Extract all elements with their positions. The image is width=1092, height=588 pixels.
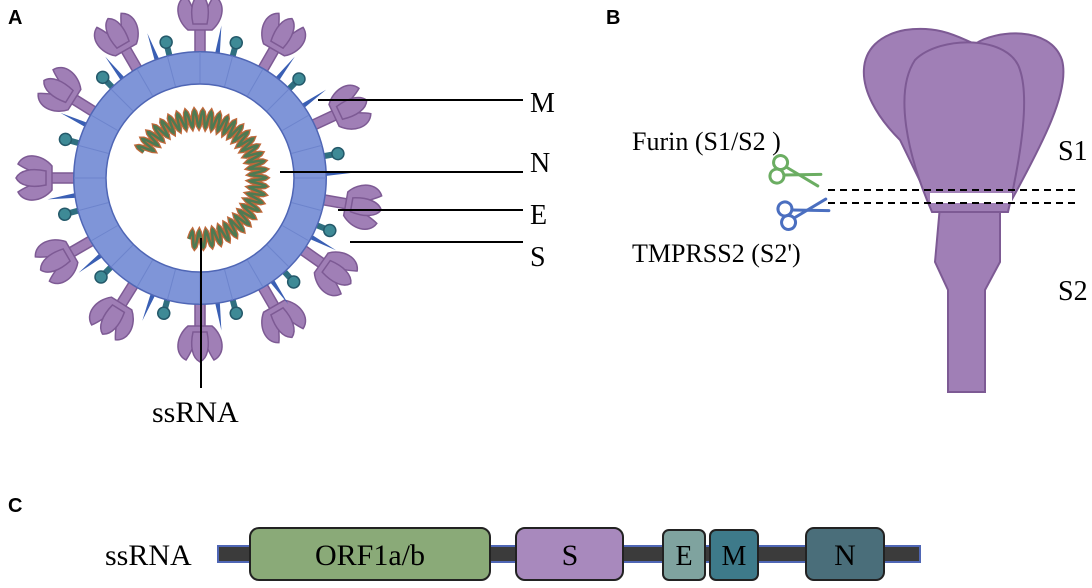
envelope-stripe — [224, 56, 234, 87]
envelope-stripe — [78, 202, 109, 212]
envelope-stripe — [136, 260, 153, 288]
envelope-stripe — [282, 114, 310, 131]
gene-m-label: M — [722, 541, 747, 572]
gene-m — [709, 529, 759, 581]
envelope-stripe — [136, 68, 153, 96]
gene-e-label: E — [675, 541, 692, 572]
virion-diagram: M N E S ssRNA — [15, 0, 555, 429]
envelope-stripe — [247, 68, 264, 96]
tmprss2-scissors-icon — [774, 189, 833, 233]
rna-coil-inner — [135, 108, 269, 250]
gene-orf1ab-label: ORF1a/b — [315, 539, 425, 572]
panel-c-letter: C — [8, 495, 22, 517]
s1-label: S1 — [1058, 136, 1088, 167]
spike-protein-diagram: Furin (S1/S2 ) TMPRSS2 (S2') S1 S2 — [632, 27, 1088, 393]
furin-scissors-icon — [766, 152, 825, 196]
panel-b-letter: B — [606, 7, 620, 29]
envelope-stripe — [166, 56, 176, 87]
panel-a-letter: A — [8, 7, 22, 29]
envelope-stripe — [166, 269, 176, 300]
spike-glycoprotein — [15, 155, 83, 201]
label-e: E — [530, 200, 547, 231]
gene-orf1ab — [249, 527, 491, 581]
envelope-stripe — [110, 88, 134, 112]
s2-subunit — [933, 205, 1001, 393]
gene-e — [662, 529, 706, 581]
envelope-stripe — [90, 225, 118, 242]
envelope-stripe — [282, 225, 310, 242]
envelope-stripe — [291, 144, 322, 154]
gene-s — [515, 527, 624, 581]
tmprss2-label: TMPRSS2 (S2') — [632, 239, 801, 268]
gene-n-label: N — [834, 539, 856, 572]
envelope-stripe — [224, 269, 234, 300]
gene-n — [805, 527, 885, 581]
label-n: N — [530, 148, 550, 179]
envelope-stripe — [110, 244, 134, 268]
furin-label: Furin (S1/S2 ) — [632, 127, 781, 156]
genome-diagram: ssRNA ORF1a/b S E M N — [105, 527, 921, 581]
envelope-stripe — [291, 202, 322, 212]
label-s: S — [530, 242, 546, 273]
gene-s-label: S — [562, 539, 579, 572]
envelope-stripe — [78, 144, 109, 154]
s2-label: S2 — [1058, 276, 1088, 307]
cleavage-gap — [930, 193, 1012, 203]
envelope-stripe — [90, 114, 118, 131]
label-ssrna: ssRNA — [152, 396, 239, 429]
envelope-stripe — [247, 260, 264, 288]
envelope-stripe — [266, 244, 290, 268]
genome-ssrna-label: ssRNA — [105, 539, 192, 572]
envelope-stripe — [266, 88, 290, 112]
label-m: M — [530, 88, 555, 119]
s1-front-lobe — [903, 41, 1026, 213]
